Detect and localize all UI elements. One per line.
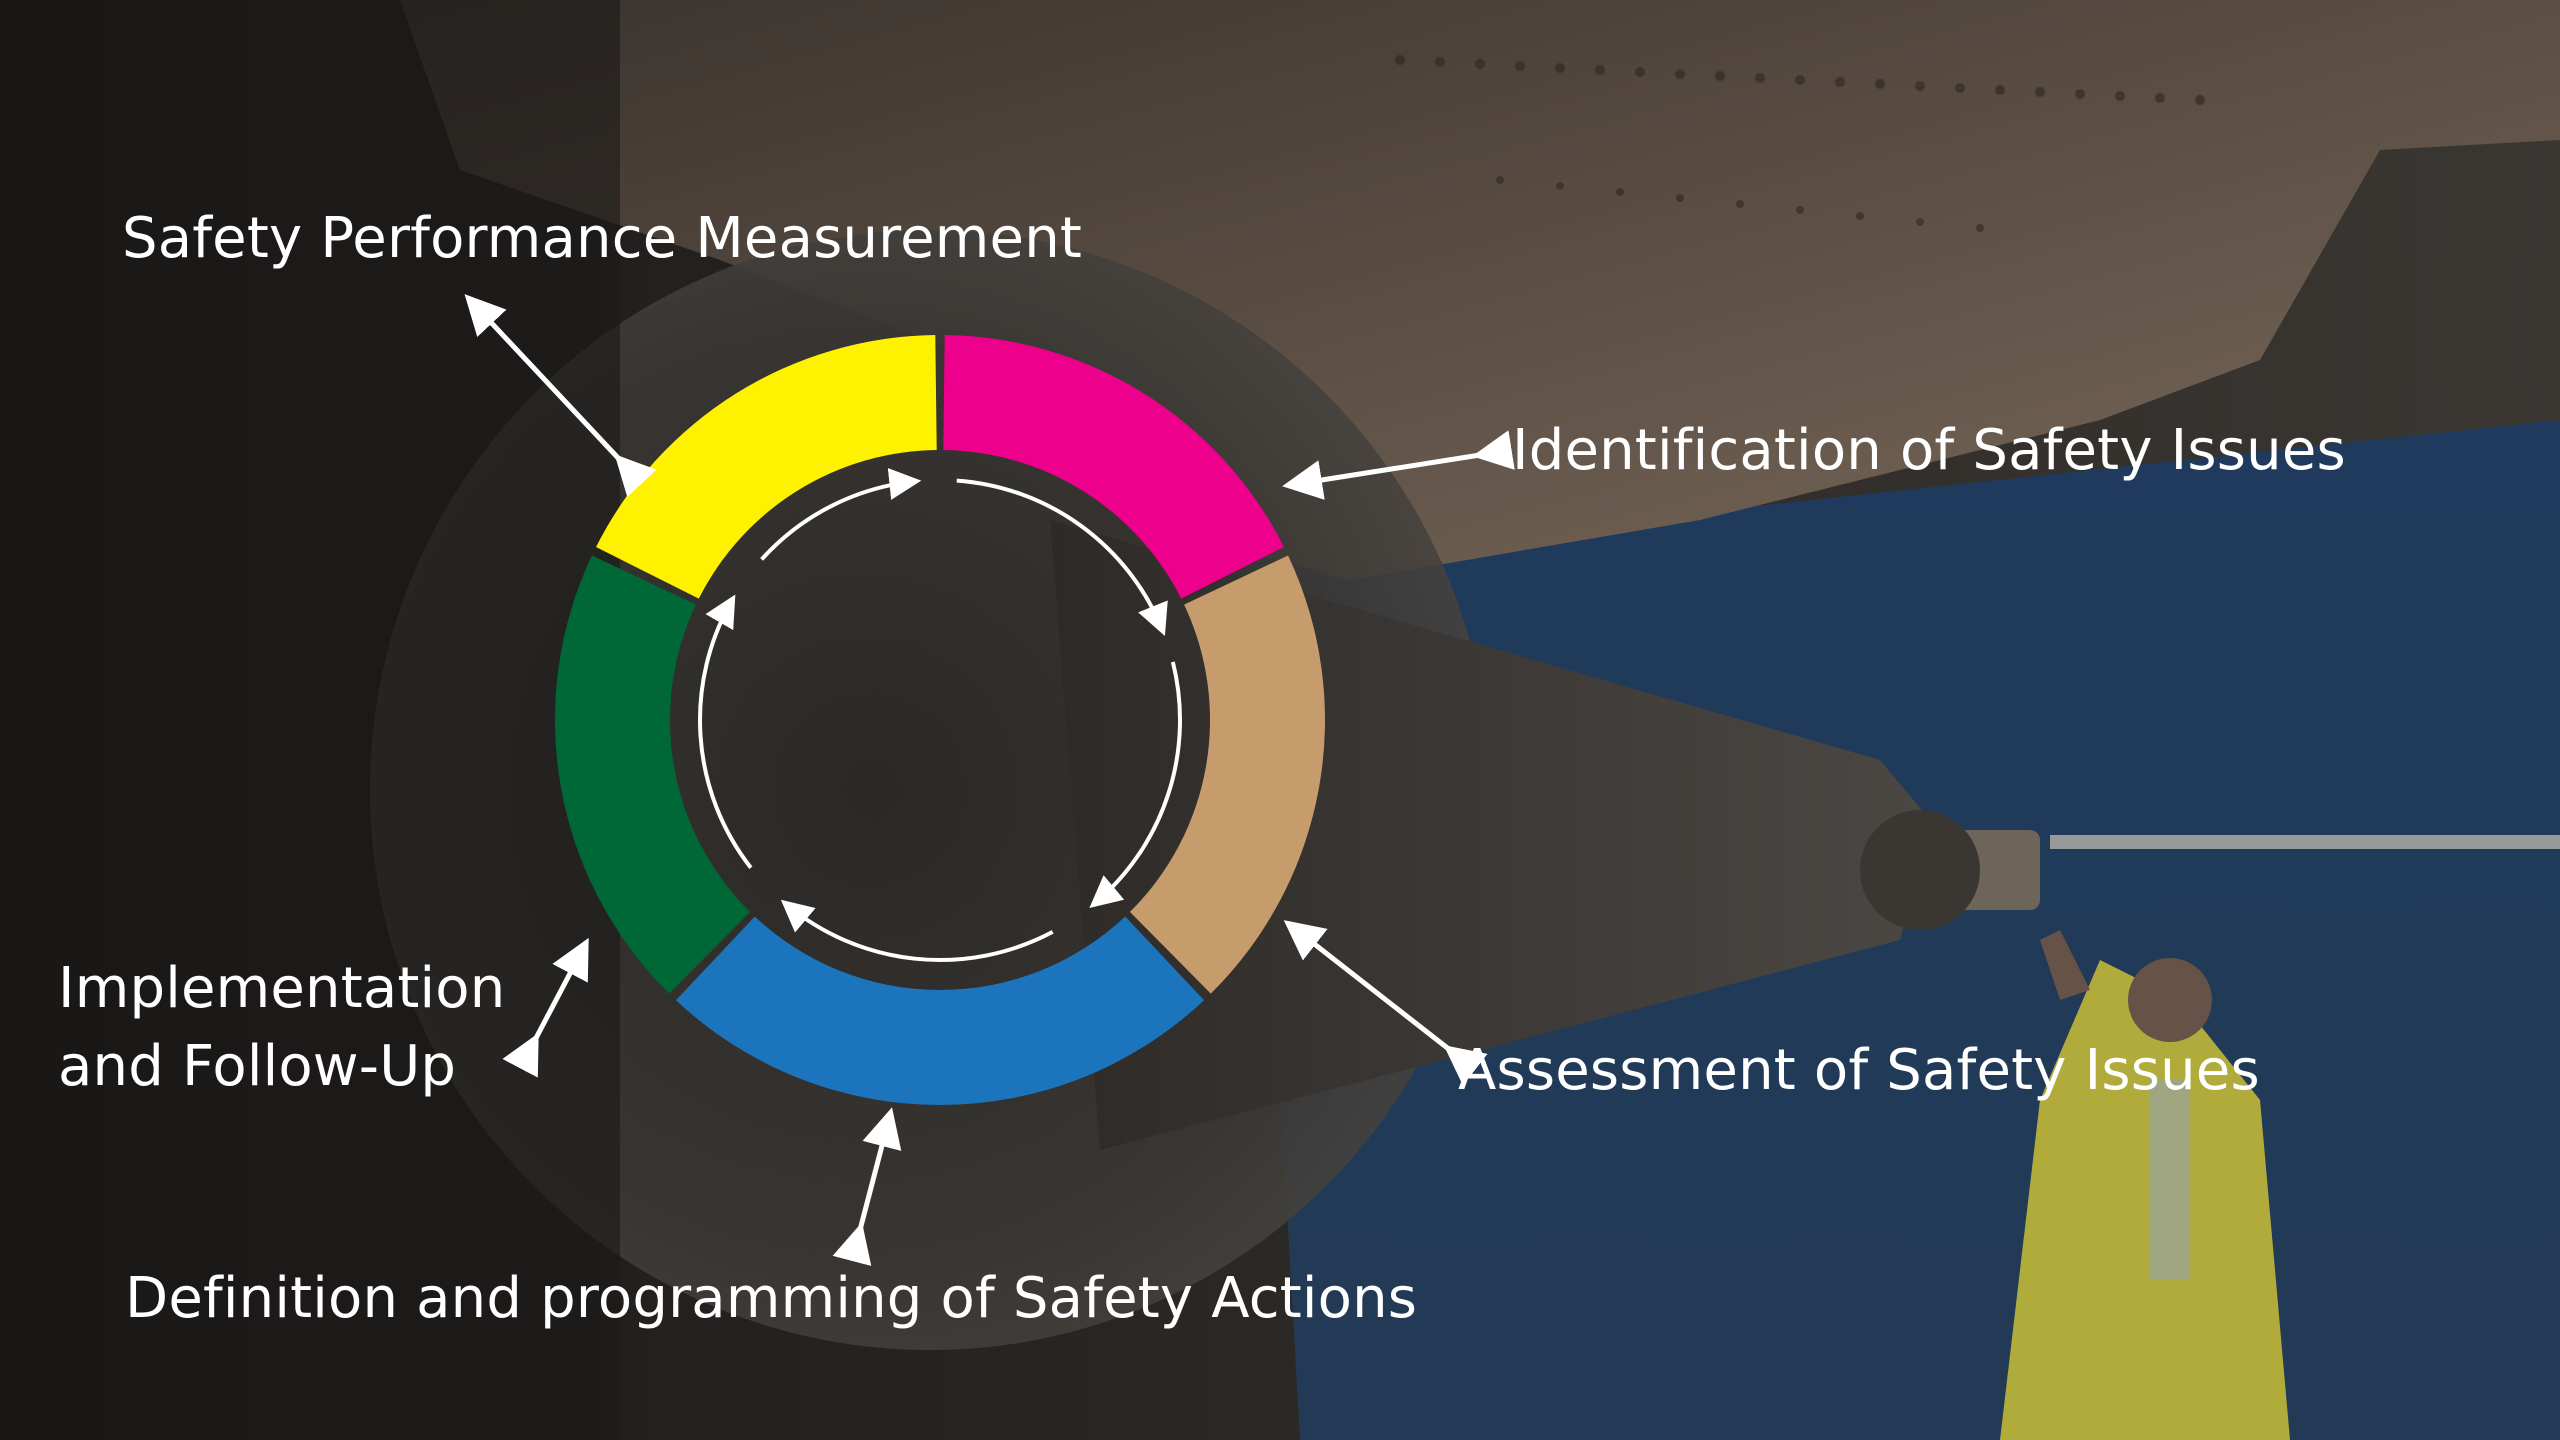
arrow-assessment [1283,920,1488,1086]
label-text: Identification of Safety Issues [1512,418,2346,483]
segment-implementation [555,555,751,994]
label-definition: Definition and programming of Safety Act… [125,1260,1417,1338]
label-assessment: Assessment of Safety Issues [1458,1032,2260,1110]
cycle-arrow-4 [698,594,753,869]
arrow-identification [1282,430,1515,500]
segment-assessment [1129,555,1326,994]
label-text: Safety Performance Measurement [122,206,1083,271]
arrow-measurement [464,294,657,498]
cycle-arrow-5 [760,468,922,561]
cycle-ring [555,335,1326,1105]
segment-measurement [596,335,937,599]
label-text-line1: Implementation [58,956,506,1021]
label-text: Assessment of Safety Issues [1458,1038,2260,1103]
segment-definition [675,916,1205,1105]
cycle-arrow-3 [780,899,1054,962]
cycle-arrow-2 [1089,661,1182,908]
label-implementation: Implementation and Follow-Up [58,950,505,1106]
label-text-line2: and Follow-Up [58,1034,457,1099]
label-identification: Identification of Safety Issues [1512,412,2346,490]
cycle-arrow-1 [956,478,1168,637]
arrow-definition [832,1107,902,1267]
label-safety-performance-measurement: Safety Performance Measurement [122,200,1082,278]
pointer-arrows [464,294,1515,1267]
segment-identification [943,335,1284,599]
inner-cycle-arrows [698,468,1182,962]
label-text: Definition and programming of Safety Act… [125,1266,1418,1331]
arrow-implementation [502,937,589,1078]
